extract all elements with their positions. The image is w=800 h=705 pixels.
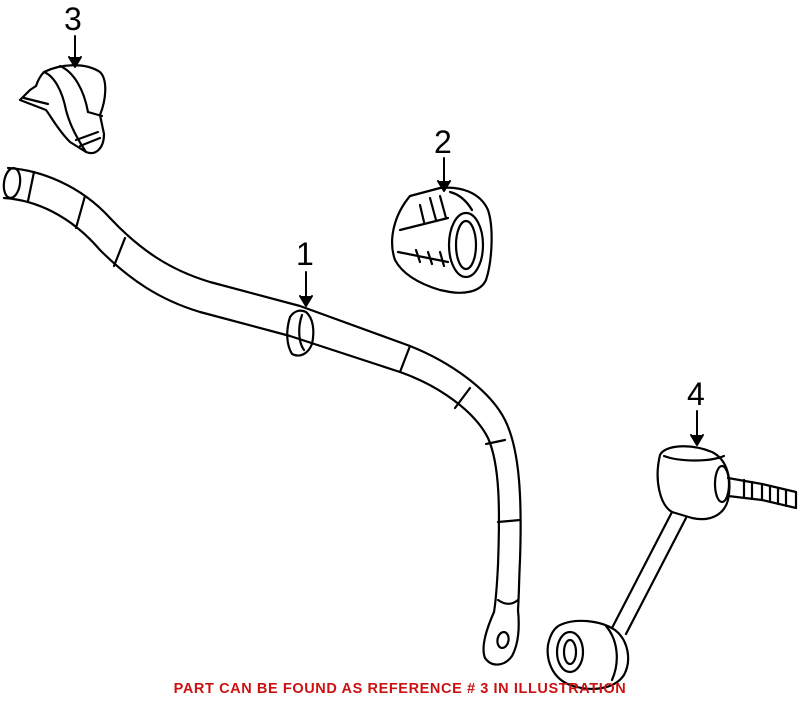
- callout-3: 3: [64, 1, 82, 37]
- callout-4: 4: [687, 376, 705, 412]
- reference-note: PART CAN BE FOUND AS REFERENCE # 3 IN IL…: [173, 681, 627, 697]
- arrow-ref4: [690, 410, 704, 446]
- arrow-ref2: [437, 157, 451, 192]
- stabilizer-link: [546, 445, 798, 690]
- callout-1: 1: [296, 236, 314, 272]
- callout-2: 2: [434, 124, 452, 160]
- arrow-ref1: [299, 271, 313, 307]
- callout-arrows: [68, 35, 704, 446]
- stabilizer-bar: [2, 166, 522, 666]
- bar-collar: [286, 309, 315, 357]
- arrow-ref3: [68, 35, 82, 68]
- bushing-bracket: [18, 64, 107, 155]
- stabilizer-bar-bushing: [391, 186, 493, 294]
